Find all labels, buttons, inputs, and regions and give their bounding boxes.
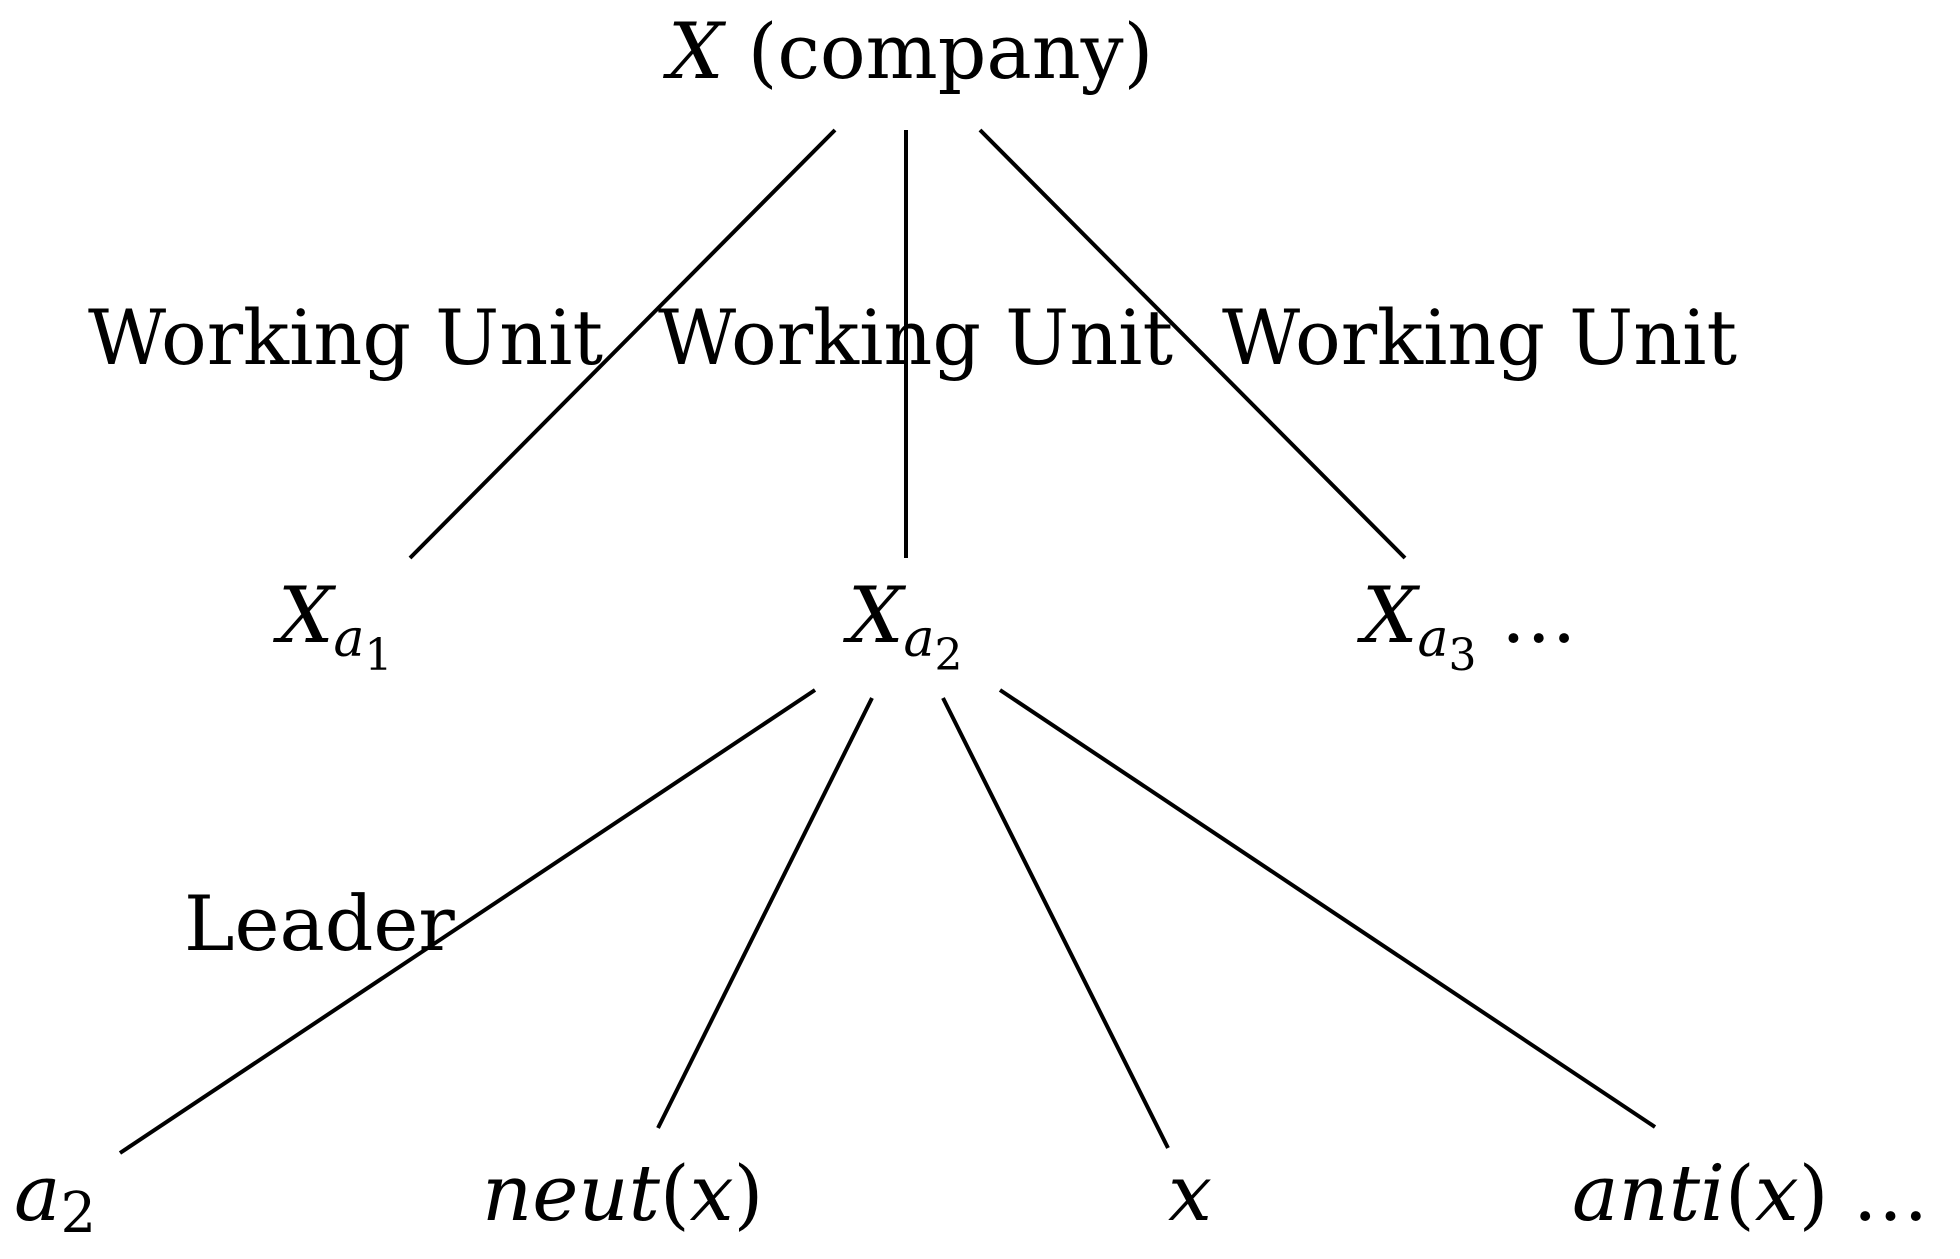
edge-company-to-xa3 (978, 128, 1407, 560)
member-node-anti: anti(x) … (1572, 1149, 1929, 1239)
unit-xa2-var: X (842, 571, 907, 661)
edge-company-to-xa1 (408, 128, 837, 560)
unit-xa3-ellipsis: … (1477, 571, 1577, 660)
member-neut-close: ) (734, 1149, 764, 1238)
unit-xa1-var: X (272, 571, 337, 661)
root-text: (company) (724, 7, 1154, 96)
member-anti-ellipsis: … (1828, 1149, 1928, 1238)
member-anti-fn: anti (1572, 1149, 1725, 1239)
unit-xa1-subsub: 1 (365, 630, 393, 681)
member-neut-arg: x (690, 1149, 734, 1239)
member-neut-fn: neut (482, 1149, 661, 1239)
edge-label-working-unit-2: Working Unit (658, 293, 1173, 382)
edge-xa2-to-a2 (118, 688, 817, 1155)
edge-xa2-to-x (941, 697, 1170, 1149)
unit-node-xa3: Xa3 … (1356, 571, 1577, 681)
member-neut-open: ( (660, 1149, 690, 1238)
edge-xa2-to-neut (656, 697, 874, 1129)
member-node-neut: neut(x) (482, 1149, 763, 1239)
member-anti-arg: x (1755, 1149, 1799, 1239)
edge-label-working-unit-3: Working Unit (1222, 293, 1737, 382)
unit-xa3-var: X (1356, 571, 1421, 661)
unit-xa2-sub: a (904, 609, 935, 669)
member-anti-close: ) (1799, 1149, 1829, 1238)
member-node-x: x (1168, 1149, 1212, 1239)
unit-xa3-subsub: 3 (1449, 630, 1477, 681)
unit-xa1-sub: a (334, 609, 365, 669)
root-variable: X (662, 7, 727, 97)
edge-label-working-unit-1: Working Unit (88, 293, 603, 382)
unit-node-xa1: Xa1 (272, 571, 393, 681)
unit-xa2-subsub: 2 (935, 630, 963, 681)
member-node-a2: a2 (14, 1149, 96, 1246)
unit-xa3-sub: a (1418, 609, 1449, 669)
edge-label-leader: Leader (184, 879, 455, 968)
member-a2-sub: 2 (61, 1181, 97, 1246)
unit-node-xa2: Xa2 (842, 571, 963, 681)
member-a2-var: a (14, 1149, 61, 1239)
member-anti-open: ( (1725, 1149, 1755, 1238)
edge-xa2-to-anti (998, 688, 1657, 1129)
root-node-company: X (company) (662, 7, 1153, 97)
